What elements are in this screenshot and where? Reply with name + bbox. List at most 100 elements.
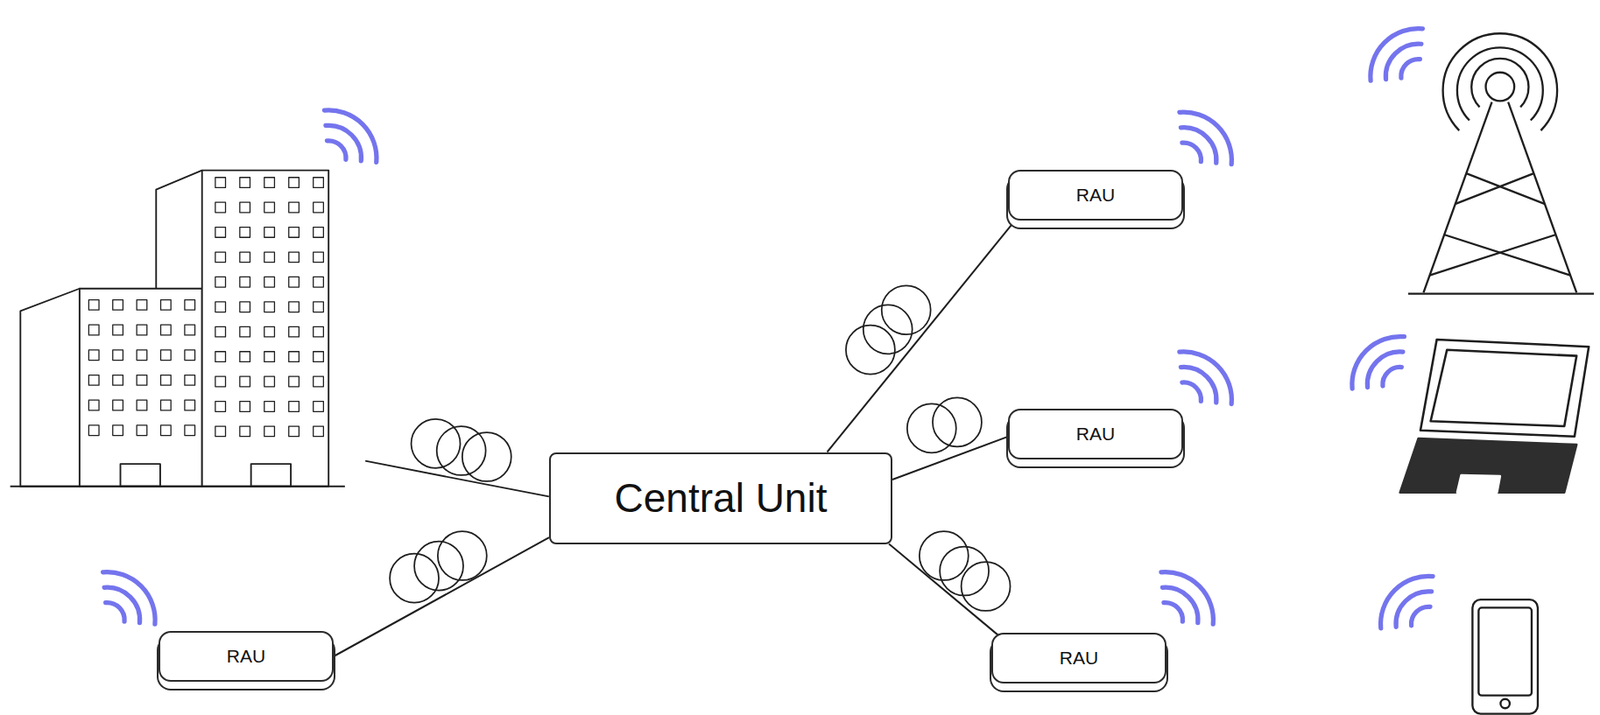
window — [239, 352, 251, 363]
node-label: RAU — [1076, 184, 1115, 206]
fiber-coils — [389, 285, 1010, 612]
signal-arc — [1182, 142, 1202, 163]
signal-arc — [1352, 337, 1405, 390]
signal-arc — [1182, 382, 1202, 402]
window — [112, 425, 124, 437]
window — [313, 426, 325, 438]
building-fiber-link — [365, 461, 550, 498]
window — [264, 352, 275, 363]
window — [288, 302, 300, 313]
window — [239, 252, 251, 263]
signal-arc — [105, 603, 126, 623]
window — [184, 400, 196, 411]
window — [215, 177, 226, 189]
remote-antenna-unit: RAU — [1007, 169, 1184, 221]
window — [313, 227, 325, 239]
window — [264, 177, 275, 189]
window — [112, 324, 124, 336]
window — [215, 276, 226, 288]
window — [136, 400, 148, 411]
smartphone — [1472, 599, 1538, 715]
window — [88, 400, 99, 411]
window — [313, 352, 325, 363]
window — [239, 202, 251, 213]
window — [239, 426, 251, 438]
window — [264, 376, 275, 388]
signal-arc — [1179, 352, 1233, 405]
fiber-link — [827, 220, 1015, 453]
window — [288, 426, 300, 438]
signal-arc — [1161, 572, 1214, 626]
window — [239, 326, 251, 338]
signal-arc — [1179, 112, 1233, 165]
window — [288, 227, 300, 239]
node-label: RAU — [1059, 648, 1099, 670]
fiber-link — [888, 544, 1001, 638]
window — [313, 252, 325, 263]
signal-arc — [1162, 587, 1199, 624]
signal-arc — [1180, 366, 1217, 403]
remote-antenna-unit: RAU — [158, 631, 334, 683]
window — [313, 202, 325, 213]
remote-antenna-unit: RAU — [991, 633, 1167, 684]
window — [288, 202, 300, 213]
window — [288, 352, 300, 363]
window — [215, 326, 226, 338]
signal-arc — [1163, 603, 1184, 623]
window — [288, 276, 300, 288]
window — [239, 276, 251, 288]
window — [184, 300, 196, 311]
window — [184, 375, 196, 387]
window — [288, 376, 300, 388]
window — [239, 401, 251, 413]
central-unit-box: Central Unit — [549, 452, 893, 545]
window — [288, 252, 300, 263]
signal-arc — [104, 587, 141, 624]
window — [215, 401, 226, 413]
window — [88, 350, 99, 361]
window — [264, 426, 275, 438]
window — [161, 400, 172, 411]
radio-tower — [1408, 33, 1594, 294]
fiber-link — [892, 437, 1008, 480]
signal-arc — [1370, 28, 1424, 82]
window — [136, 300, 148, 311]
window — [136, 350, 148, 361]
signal-arc — [1381, 576, 1434, 629]
window — [161, 375, 172, 387]
window — [264, 227, 275, 239]
window — [239, 376, 251, 388]
window — [161, 324, 172, 336]
node-label: RAU — [1076, 423, 1115, 445]
window — [88, 324, 99, 336]
window — [264, 326, 275, 338]
window — [136, 375, 148, 387]
window — [161, 300, 172, 311]
window — [184, 425, 196, 437]
window — [313, 276, 325, 288]
window — [215, 252, 226, 263]
signal-arc — [324, 110, 377, 163]
window — [313, 376, 325, 388]
window — [288, 401, 300, 413]
fiber-link — [333, 537, 550, 657]
window — [313, 177, 325, 189]
window — [136, 324, 148, 336]
window — [239, 227, 251, 239]
window — [239, 177, 251, 189]
signal-arc — [1385, 43, 1422, 80]
signal-arc — [1401, 59, 1421, 79]
laptop — [1400, 339, 1590, 494]
window — [239, 302, 251, 313]
signal-arc — [1382, 366, 1403, 387]
window — [136, 425, 148, 437]
window — [184, 324, 196, 336]
window — [313, 302, 325, 313]
window — [215, 376, 226, 388]
window — [264, 276, 275, 288]
signal-arc — [1180, 127, 1217, 164]
signal-arc — [325, 125, 362, 162]
window — [112, 350, 124, 361]
